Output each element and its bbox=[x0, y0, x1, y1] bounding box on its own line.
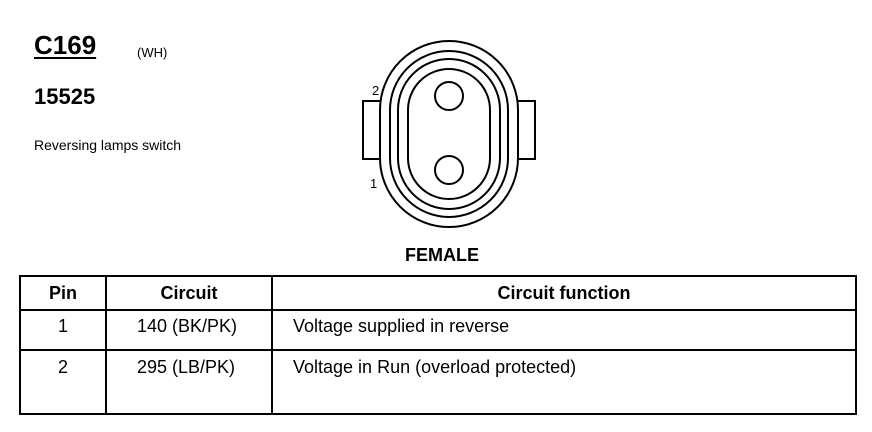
header-circuit: Circuit bbox=[105, 275, 273, 311]
cavity-1 bbox=[434, 155, 464, 185]
connector-id: C169 bbox=[34, 30, 97, 60]
cavity-label-2: 2 bbox=[372, 83, 379, 98]
circuit-cell: 295 (LB/PK) bbox=[105, 349, 273, 415]
header-circuit-function: Circuit function bbox=[271, 275, 857, 311]
pin-cell: 2 bbox=[19, 349, 107, 415]
function-cell: Voltage supplied in reverse bbox=[271, 309, 857, 351]
table-row: 2 295 (LB/PK) Voltage in Run (overload p… bbox=[19, 349, 857, 415]
pin-cell: 1 bbox=[19, 309, 107, 351]
cavity-2 bbox=[434, 81, 464, 111]
connector-inner-wall bbox=[397, 58, 501, 210]
connector-description: Reversing lamps switch bbox=[34, 137, 182, 153]
part-number: 15525 bbox=[34, 84, 96, 109]
cavity-label-1: 1 bbox=[370, 176, 377, 191]
connector-inner-rim bbox=[389, 50, 509, 218]
connector-gender-label: FEMALE bbox=[405, 245, 479, 265]
pin-table: Pin Circuit Circuit function 1 140 (BK/P… bbox=[19, 275, 857, 415]
connector-terminal-insert bbox=[407, 68, 491, 200]
function-cell: Voltage in Run (overload protected) bbox=[271, 349, 857, 415]
circuit-cell: 140 (BK/PK) bbox=[105, 309, 273, 351]
table-header-row: Pin Circuit Circuit function bbox=[19, 275, 857, 311]
table-row: 1 140 (BK/PK) Voltage supplied in revers… bbox=[19, 309, 857, 351]
connector-color-code: (WH) bbox=[137, 45, 168, 60]
header-pin: Pin bbox=[19, 275, 107, 311]
